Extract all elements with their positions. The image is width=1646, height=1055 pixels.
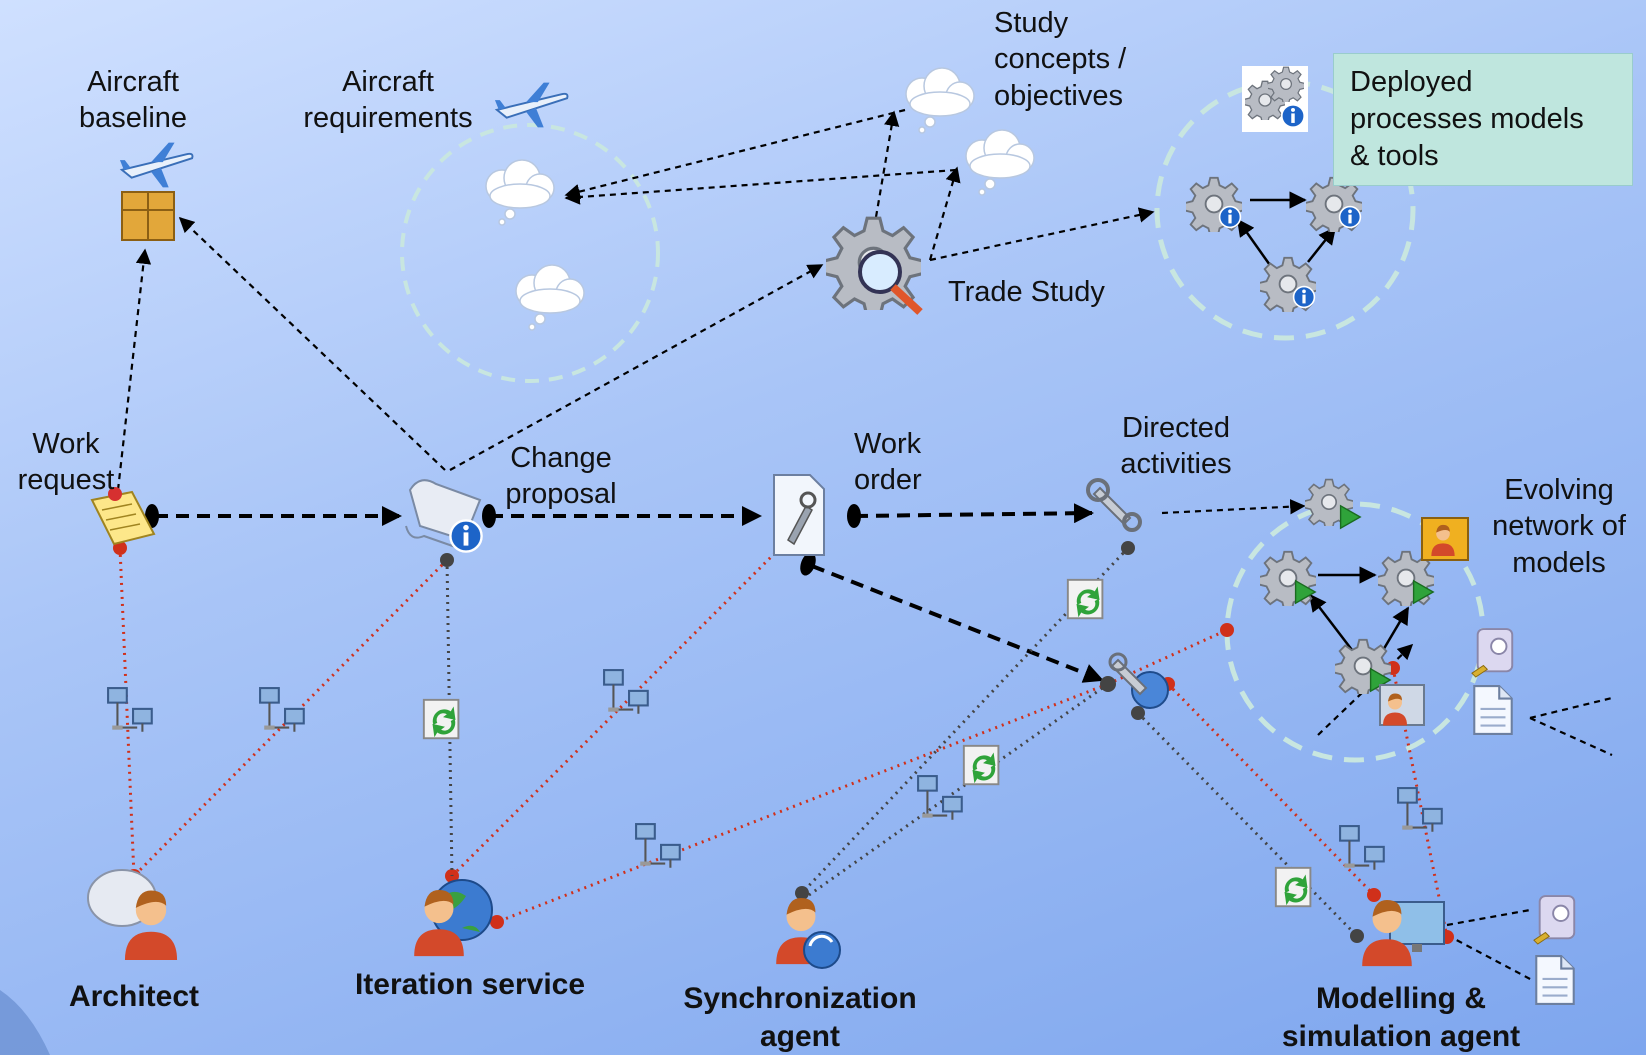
model-user-icon [1379,517,1469,726]
solid-cluster-arrows [1236,191,1410,653]
work-order-document-icon [773,474,825,556]
aircraft-baseline-label: Aircraft baseline [78,66,188,135]
modelling-agent-label: Modelling & simulation agent [1281,982,1521,1053]
modelling-agent-avatar [1362,900,1445,967]
sync-document-icon [1066,578,1104,620]
concept-cloud-icon [965,129,1035,196]
network-computer-icon [1397,787,1443,833]
iteration-service-label: Iteration service [354,968,586,1001]
requirements-cluster-circle [400,123,660,383]
gray-dotted-lines [445,546,1359,938]
deployed-cluster-circle [1154,79,1416,341]
deployed-process-gear-icon [1186,176,1362,312]
network-computer-icon [259,687,305,733]
network-computer-icon [603,669,649,715]
architect-avatar [87,869,178,960]
sync-document-icon [422,698,460,740]
disk-icon [1532,895,1576,946]
network-computer-icon [1339,825,1385,871]
deployed-label: Deployed processes models & tools [1350,66,1584,173]
requirement-cloud-icon [515,264,585,331]
gray-dots [440,541,1364,943]
aircraft-requirements-label: Aircraft requirements [303,66,473,135]
evolving-model-gear-icon [1260,478,1434,694]
deployed-gear-icon [1242,66,1308,132]
red-dotted-lines [118,531,1449,938]
requirement-cloud-icon [485,159,555,226]
concept-cloud-icon [905,67,975,134]
dashed-arrows-upper [116,108,1613,981]
iteration-service-avatar [414,879,493,957]
wrench-icon [1086,478,1142,532]
document-icon [1473,685,1513,735]
change-proposal-scroll-icon [405,479,483,553]
airplane-icon [118,141,194,189]
corner-decoration [0,990,50,1055]
sync-document-icon [962,744,1000,786]
disk-icon [1470,628,1514,679]
synchronization-agent-avatar [776,898,841,969]
sync-hub-icon [1108,652,1169,709]
directed-activities-label: Directed activities [1120,412,1232,481]
work-request-label: Work request [17,428,115,497]
work-request-note-icon [90,487,156,546]
evolving-network-label: Evolving network of models [1492,474,1626,579]
synchronization-agent-label: Synchronization agent [683,982,917,1053]
network-computer-icon [635,823,681,869]
deployed-note: Deployed processes models & tools [1333,53,1633,186]
trade-study-label: Trade Study [948,276,1105,308]
study-concepts-label: Study concepts / objectives [994,7,1127,112]
red-dots [113,526,1454,944]
work-order-label: Work order [854,428,922,497]
trade-study-gear-icon [826,216,923,315]
airplane-icon [493,81,569,129]
architect-label: Architect [68,980,200,1013]
bold-dashed-arrows [155,503,1104,683]
change-proposal-label: Change proposal [505,442,617,511]
connector-ovals [145,504,861,576]
sync-document-icon [1274,866,1312,908]
network-computer-icon [107,687,153,733]
baseline-box-icon [121,191,175,241]
